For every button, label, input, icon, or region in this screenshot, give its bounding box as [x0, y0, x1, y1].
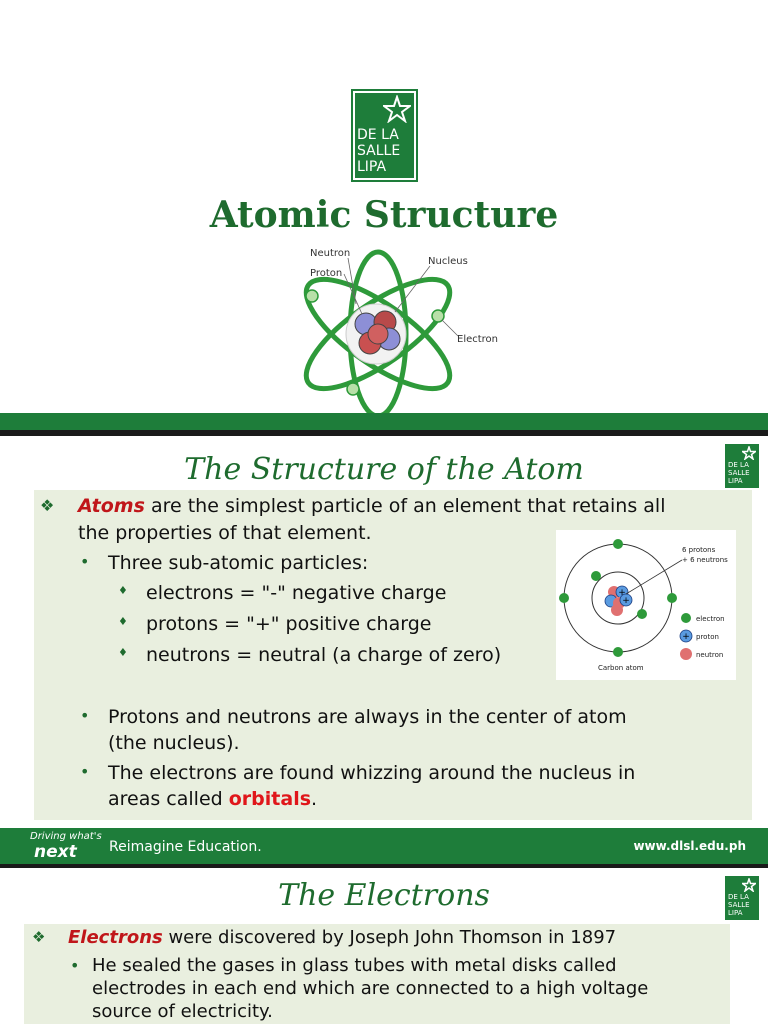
diamond-bullet-icon: ❖	[32, 928, 46, 946]
label-neutron: Neutron	[310, 248, 350, 259]
star-icon	[742, 446, 756, 460]
legend-proton: proton	[696, 633, 719, 641]
label-6-neutrons: + 6 neutrons	[682, 556, 728, 564]
small-diamond-icon: ♦	[118, 584, 128, 597]
dot-bullet-icon: •	[80, 552, 90, 571]
structure-slide: DE LA SALLE LIPA The Structure of the At…	[0, 436, 768, 864]
footer-tag-big: next	[34, 842, 77, 862]
sub-electrons-l2-post: .	[311, 788, 318, 810]
label-6-protons: 6 protons	[682, 546, 716, 554]
logo-line-3: LIPA	[728, 477, 743, 485]
svg-text:+: +	[682, 632, 690, 642]
small-diamond-icon: ♦	[118, 615, 128, 628]
footer-bar: Driving what's next Reimagine Education.…	[0, 828, 768, 864]
electron-dot	[346, 382, 360, 396]
diamond-bullet-icon: ❖	[40, 496, 55, 515]
bullet-atoms: Atoms are the simplest particle of an el…	[78, 495, 665, 517]
logo-line-1: DE LA	[357, 127, 399, 143]
footer-slogan: Reimagine Education.	[109, 839, 262, 855]
sub-thomson-l2: electrodes in each end which are connect…	[92, 978, 649, 999]
label-electron: Electron	[457, 334, 498, 345]
school-logo: DE LA SALLE LIPA	[725, 876, 759, 920]
school-logo: DE LA SALLE LIPA	[351, 89, 418, 182]
footer-tag-small: Driving what's	[30, 831, 102, 842]
dot-bullet-icon: •	[80, 762, 90, 781]
bullet-atoms-line2: the properties of that element.	[78, 522, 372, 544]
sub-electrons-l1: The electrons are found whizzing around …	[108, 762, 636, 784]
legend-neutron: neutron	[696, 651, 723, 659]
electrons-slide: DE LA SALLE LIPA The Electrons ❖ Electro…	[0, 868, 768, 1024]
dot-bullet-icon: •	[80, 706, 90, 725]
content-panel: ❖ Atoms are the simplest particle of an …	[34, 490, 752, 820]
label-proton: Proton	[310, 268, 342, 279]
slide-title: The Structure of the Atom	[184, 452, 584, 487]
logo-line-2: SALLE	[728, 469, 750, 477]
term-orbitals: orbitals	[228, 788, 312, 810]
sub-electrons-l2-pre: areas called	[108, 788, 229, 810]
bullet-electrons: Electrons were discovered by Joseph John…	[68, 927, 616, 948]
term-electrons: Electrons	[68, 927, 163, 948]
sub-thomson-l1: He sealed the gases in glass tubes with …	[92, 955, 617, 976]
slide-title: Atomic Structure	[209, 194, 559, 236]
particle-neutrons: neutrons = neutral (a charge of zero)	[146, 644, 502, 666]
small-diamond-icon: ♦	[118, 646, 128, 659]
legend-electron: electron	[696, 615, 725, 623]
svg-text:+: +	[618, 588, 626, 598]
sub-protons-neutrons-l1: Protons and neutrons are always in the c…	[108, 706, 627, 728]
dot-bullet-icon: •	[70, 956, 80, 975]
footer-url[interactable]: www.dlsl.edu.ph	[633, 839, 746, 853]
star-icon	[383, 95, 411, 123]
label-nucleus: Nucleus	[428, 256, 468, 267]
sub-thomson-l3: source of electricity.	[92, 1001, 273, 1022]
logo-line-3: LIPA	[357, 159, 387, 175]
electron-dot	[431, 309, 445, 323]
atom-diagram: Neutron Proton Nucleus Electron	[303, 248, 498, 414]
particle-protons: protons = "+" positive charge	[146, 613, 432, 635]
slide-title: The Electrons	[278, 878, 490, 913]
sub-protons-neutrons-l2: (the nucleus).	[108, 732, 240, 754]
carbon-caption: Carbon atom	[598, 664, 644, 672]
logo-line-2: SALLE	[357, 143, 401, 159]
bullet-electrons-text: were discovered by Joseph John Thomson i…	[162, 927, 617, 948]
carbon-atom-diagram: + + 6 protons + 6 neutrons electron + pr…	[556, 530, 736, 680]
content-panel: ❖ Electrons were discovered by Joseph Jo…	[24, 924, 730, 1024]
title-slide: DE LA SALLE LIPA Atomic Structure Neutro…	[0, 0, 768, 430]
logo-line-3: LIPA	[728, 909, 743, 917]
logo-line-2: SALLE	[728, 901, 750, 909]
school-logo: DE LA SALLE LIPA	[725, 444, 759, 488]
star-icon	[742, 878, 756, 892]
logo-line-1: DE LA	[728, 893, 749, 901]
sub-three-particles: Three sub-atomic particles:	[108, 552, 369, 574]
bullet-atoms-text: are the simplest particle of an element …	[144, 495, 666, 517]
electron-dot	[305, 289, 319, 303]
bottom-band	[0, 413, 768, 430]
term-atoms: Atoms	[78, 495, 145, 517]
particle-electrons: electrons = "-" negative charge	[146, 582, 447, 604]
logo-line-1: DE LA	[728, 461, 749, 469]
sub-electrons-l2: areas called orbitals.	[108, 788, 317, 810]
svg-text:+: +	[622, 596, 630, 606]
